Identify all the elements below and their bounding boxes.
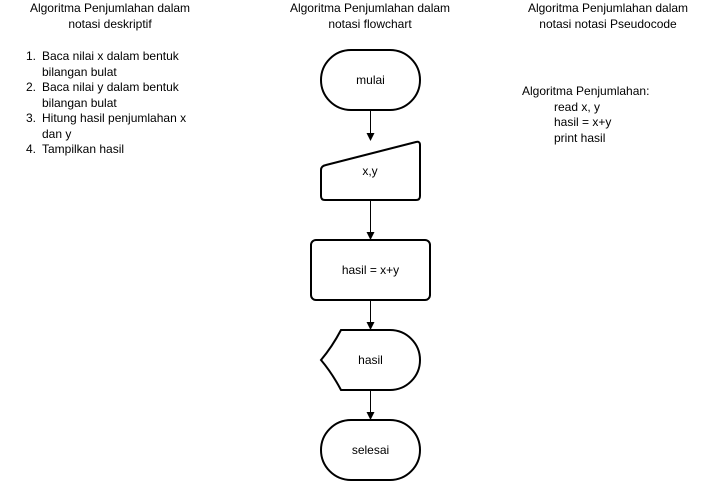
step-number: 3. — [26, 111, 37, 125]
step-text: Tampilkan hasil — [42, 142, 125, 156]
descriptive-title: Algoritma Penjumlahan dalam notasi deskr… — [0, 0, 220, 32]
output-label: hasil — [358, 353, 383, 367]
end-label: selesai — [352, 443, 389, 457]
pseudocode-line: hasil = x+y — [554, 115, 612, 129]
step-item: 3. Hitung hasil penjumlahan x dan y — [26, 111, 202, 142]
step-number: 1. — [26, 49, 37, 63]
step-number: 2. — [26, 80, 37, 94]
step-number: 4. — [26, 142, 37, 156]
pseudocode-heading: Algoritma Penjumlahan: — [522, 84, 650, 98]
flowchart-title-line2: notasi flowchart — [328, 17, 412, 31]
input-shape — [320, 140, 421, 201]
flowchart-title-line1: Algoritma Penjumlahan dalam — [289, 1, 451, 15]
pseudocode-title-line2: notasi notasi Pseudocode — [539, 17, 677, 31]
pseudocode-title: Algoritma Penjumlahan dalam notasi notas… — [498, 0, 711, 32]
step-item: 2. Baca nilai y dalam bentuk bilangan bu… — [26, 80, 202, 111]
end-terminator — [320, 419, 421, 481]
input-label: x,y — [362, 164, 377, 178]
descriptive-title-line1: Algoritma Penjumlahan dalam — [29, 1, 191, 15]
pseudocode-title-line1: Algoritma Penjumlahan dalam — [527, 1, 689, 15]
pseudocode-block: Algoritma Penjumlahan: read x, y hasil =… — [522, 84, 649, 146]
output-shape — [319, 329, 421, 391]
start-label: mulai — [356, 73, 385, 87]
step-item: 4. Tampilkan hasil — [26, 142, 202, 158]
step-text: Hitung hasil penjumlahan x dan y — [42, 111, 187, 141]
process-label: hasil = x+y — [342, 263, 399, 277]
descriptive-title-line2: notasi deskriptif — [68, 17, 152, 31]
step-text: Baca nilai y dalam bentuk bilangan bulat — [42, 80, 179, 110]
descriptive-steps: 1. Baca nilai x dalam bentuk bilangan bu… — [26, 49, 202, 158]
pseudocode-line: read x, y — [554, 99, 601, 114]
pseudocode-line: print hasil — [554, 130, 606, 145]
step-text: Baca nilai x dalam bentuk bilangan bulat — [42, 49, 179, 79]
step-item: 1. Baca nilai x dalam bentuk bilangan bu… — [26, 49, 202, 80]
flowchart-title: Algoritma Penjumlahan dalam notasi flowc… — [260, 0, 480, 32]
